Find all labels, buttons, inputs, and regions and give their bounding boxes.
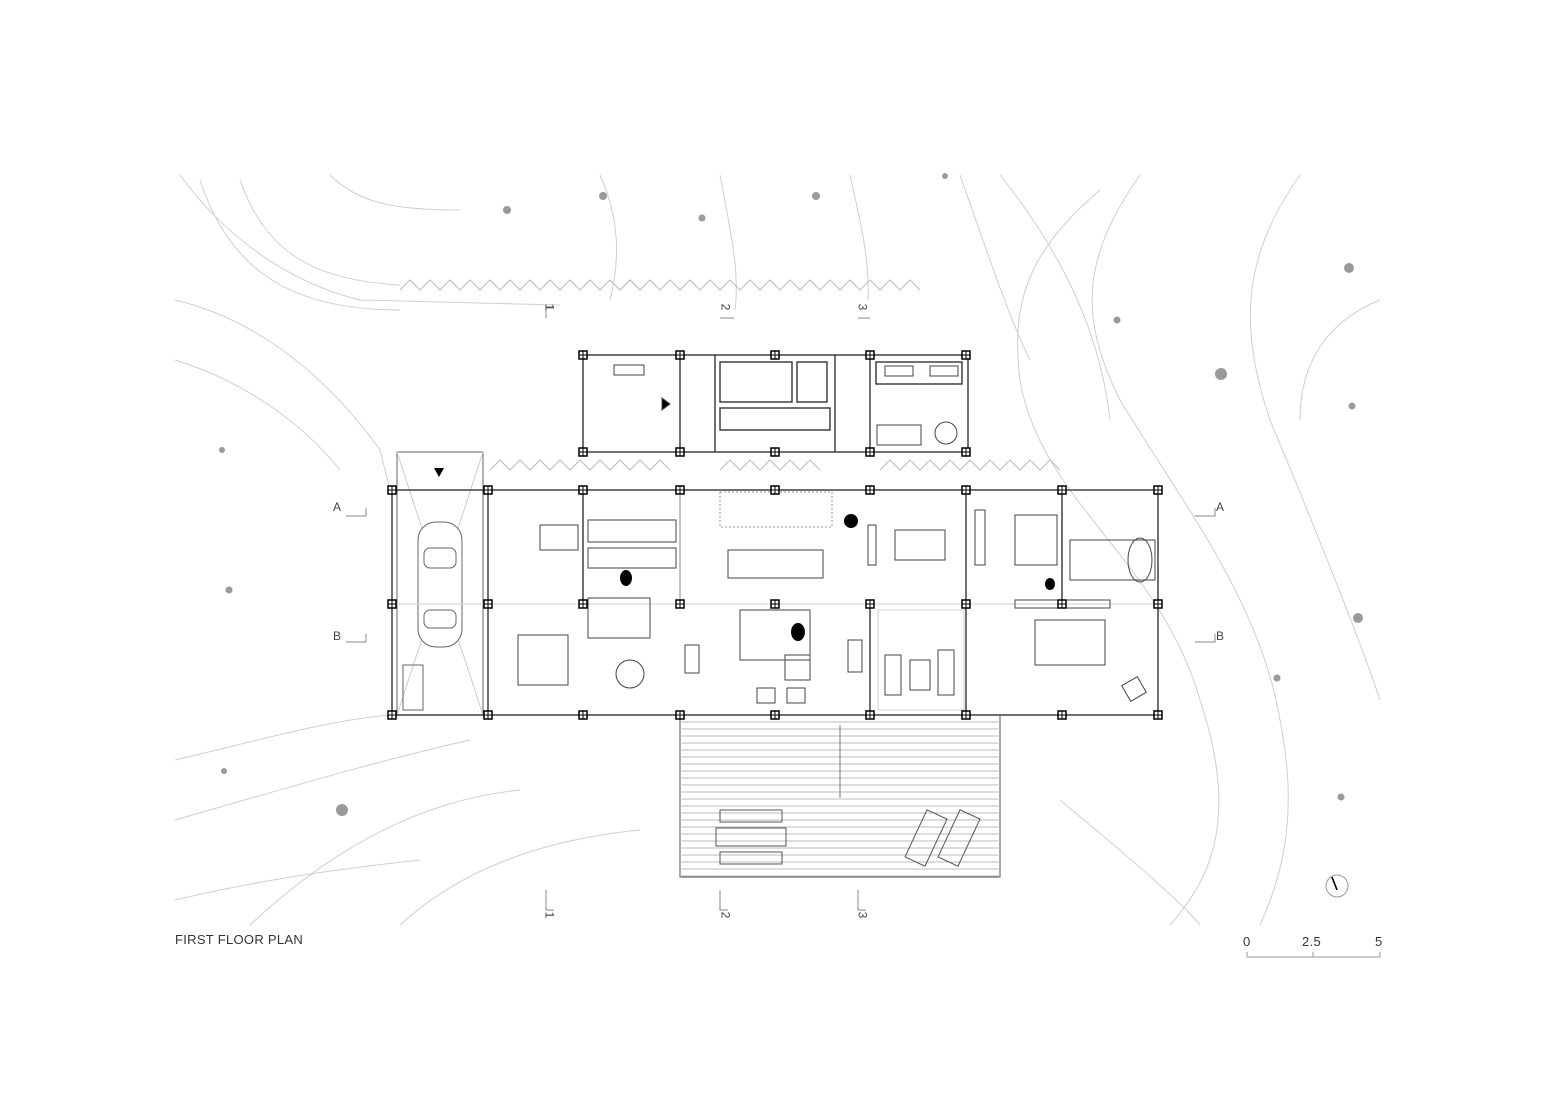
section-marker-a-left: A xyxy=(333,500,342,514)
section-lines xyxy=(346,307,1216,911)
column xyxy=(483,710,493,720)
column xyxy=(387,599,397,609)
section-marker-3-top: 3 xyxy=(855,303,870,311)
section-marker-1-bottom: 1 xyxy=(542,911,557,919)
column xyxy=(961,710,971,720)
scale-label-0: 0 xyxy=(1243,934,1251,949)
section-marker-a-right: A xyxy=(1216,500,1225,514)
column xyxy=(1057,485,1067,495)
column xyxy=(387,485,397,495)
column xyxy=(865,485,875,495)
column xyxy=(1153,599,1163,609)
column xyxy=(675,350,685,360)
column xyxy=(675,599,685,609)
column xyxy=(578,350,588,360)
column xyxy=(865,710,875,720)
column xyxy=(865,350,875,360)
trees xyxy=(219,173,1363,816)
column xyxy=(770,485,780,495)
building-walls xyxy=(391,354,1159,716)
column xyxy=(483,599,493,609)
planting-strips xyxy=(399,279,1061,471)
column xyxy=(1057,710,1067,720)
section-marker-2-top: 2 xyxy=(718,303,733,311)
car-icon xyxy=(417,521,463,648)
column xyxy=(675,447,685,457)
drawing-title: FIRST FLOOR PLAN xyxy=(175,932,304,947)
column xyxy=(578,485,588,495)
column xyxy=(865,447,875,457)
scale-bar xyxy=(1246,952,1381,958)
section-marker-1-top: 1 xyxy=(542,303,557,311)
column xyxy=(1057,599,1067,609)
section-marker-b-left: B xyxy=(333,629,342,643)
column xyxy=(961,485,971,495)
column xyxy=(578,447,588,457)
section-marker-2-bottom: 2 xyxy=(718,911,733,919)
column xyxy=(770,599,780,609)
column xyxy=(578,710,588,720)
section-marker-b-right: B xyxy=(1216,629,1225,643)
carport xyxy=(396,451,484,716)
scale-label-2-5: 2.5 xyxy=(1302,934,1321,949)
column xyxy=(483,485,493,495)
north-arrow-icon xyxy=(1325,874,1349,898)
scale-label-5: 5 xyxy=(1375,934,1383,949)
column xyxy=(961,599,971,609)
site-contours xyxy=(174,174,1381,926)
people-figures xyxy=(620,514,1055,641)
section-marker-3-bottom: 3 xyxy=(855,911,870,919)
column xyxy=(770,447,780,457)
column xyxy=(961,350,971,360)
column xyxy=(675,710,685,720)
column xyxy=(675,485,685,495)
column xyxy=(770,710,780,720)
column xyxy=(770,350,780,360)
column xyxy=(961,447,971,457)
furniture xyxy=(517,364,1156,711)
column xyxy=(1153,485,1163,495)
deck xyxy=(679,714,1001,878)
entry-arrow-icon xyxy=(434,468,444,477)
structural-columns xyxy=(387,350,1163,720)
column xyxy=(1153,710,1163,720)
column xyxy=(578,599,588,609)
column xyxy=(387,710,397,720)
curved-steps xyxy=(199,179,401,311)
column xyxy=(865,599,875,609)
